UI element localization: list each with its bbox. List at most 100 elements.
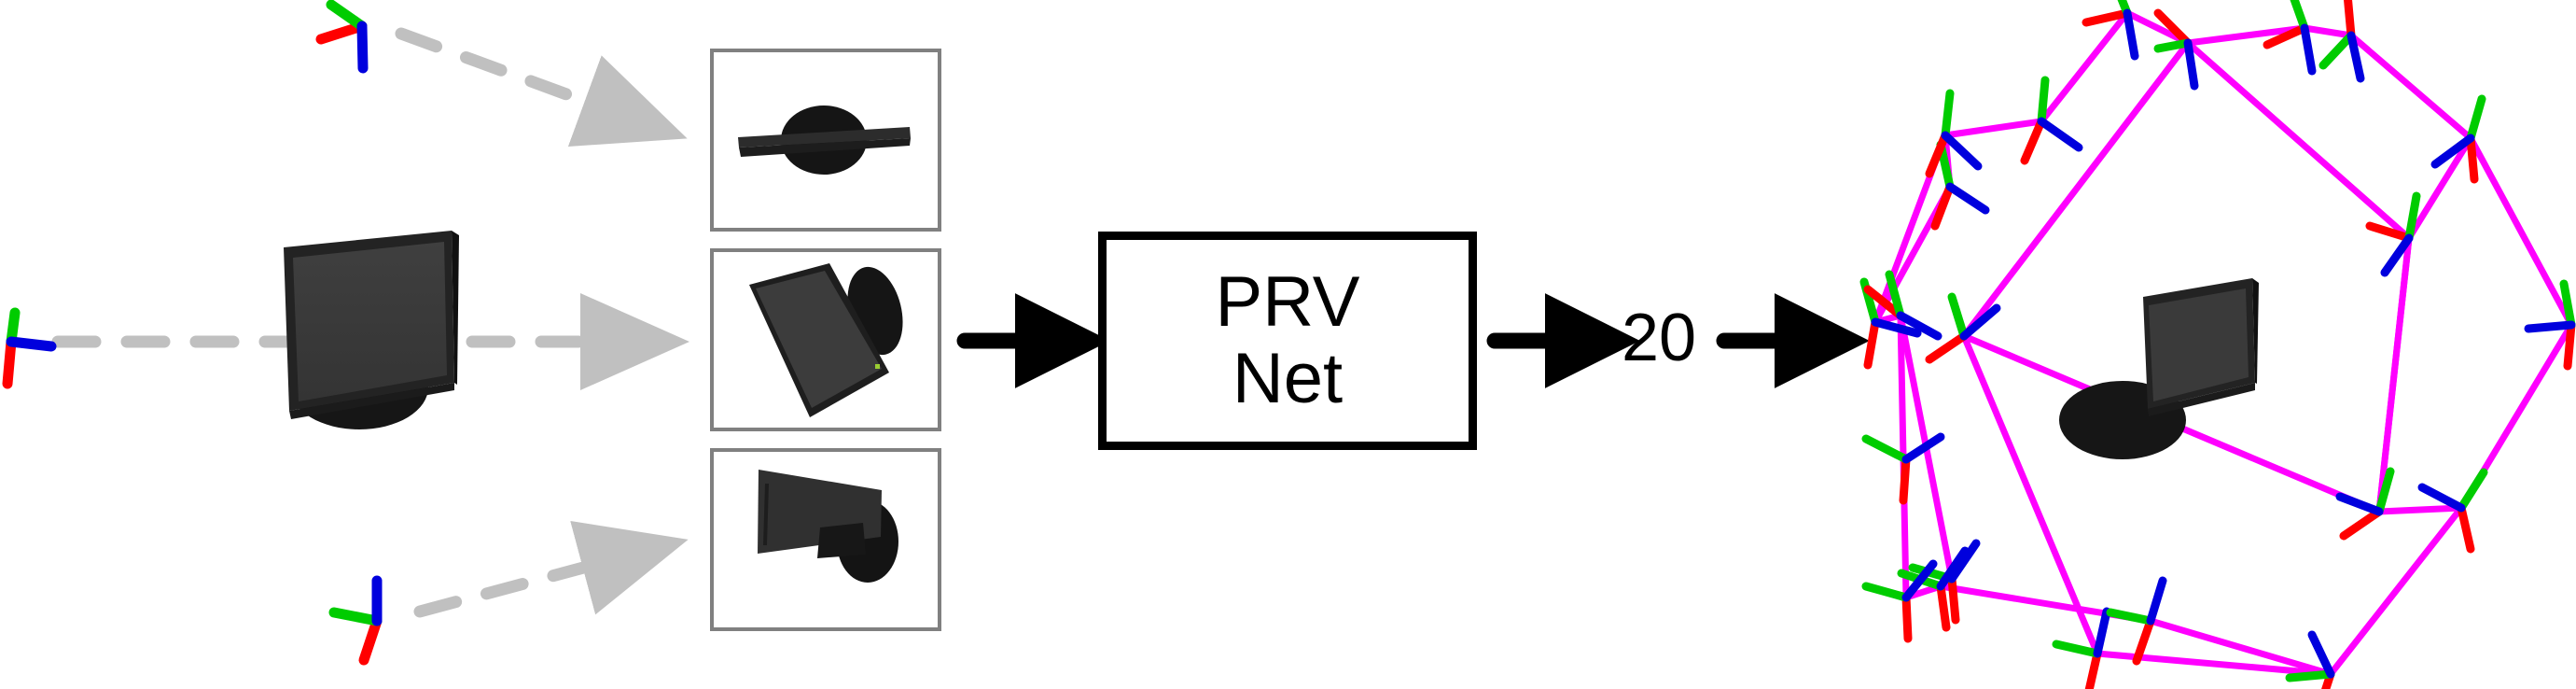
axis-z-blue-icon (1901, 432, 1945, 464)
axis-y-green-icon (2106, 608, 2155, 626)
axis-z-blue-icon (1959, 303, 2001, 341)
axis-x-red-icon (1925, 331, 1969, 364)
view-panel-2[interactable] (710, 248, 941, 431)
axis-y-green-icon (2153, 38, 2193, 53)
axis-y-green-icon (326, 0, 368, 32)
ray-top (395, 27, 688, 147)
monitor-screen (293, 242, 447, 401)
axis-y-green-icon (2318, 31, 2356, 70)
axis-x-red-icon (1863, 317, 1880, 370)
monitor-screen (756, 271, 882, 408)
pose-frame-7 (2153, 8, 2199, 91)
camera-frame-bottom (328, 575, 383, 666)
axis-z-blue-icon (2146, 576, 2167, 626)
source-monitor-object (284, 231, 459, 429)
view-panel-renders (738, 105, 911, 583)
axis-y-green-icon (2290, 0, 2309, 33)
axis-x-red-icon (2082, 8, 2132, 27)
axis-y-green-icon (2052, 640, 2102, 658)
axis-x-red-icon (2153, 8, 2193, 48)
pose-frame-3 (1930, 140, 1990, 231)
monitor-side (452, 231, 459, 385)
axis-x-red-icon (2, 336, 17, 389)
axis-x-red-icon (1901, 593, 1913, 643)
output-monitor-object (2059, 278, 2259, 459)
axis-x-red-icon (1899, 455, 1911, 505)
render-view-3 (758, 470, 898, 583)
axis-z-blue-icon (2183, 38, 2199, 91)
pose-frame-11 (2365, 191, 2421, 277)
axis-x-red-icon (2344, 0, 2356, 40)
view-panel-3[interactable] (710, 448, 941, 631)
axis-x-red-icon (315, 21, 368, 45)
axis-y-green-icon (2466, 94, 2486, 143)
axis-z-blue-icon (6, 336, 57, 352)
axis-y-green-icon (2559, 279, 2576, 330)
pose-frame-extra-b (1861, 432, 1945, 505)
prv-net-label-line2: Net (1232, 339, 1344, 418)
axis-y-green-icon (2457, 468, 2488, 513)
axis-y-green-icon (1861, 582, 1911, 602)
pose-frame-10 (2430, 94, 2486, 184)
pose-frame-12 (2524, 279, 2576, 371)
monitor-screen (2149, 288, 2249, 401)
render-view-1 (738, 105, 911, 175)
pose-frame-16 (2052, 607, 2111, 689)
axis-x-red-icon (2321, 669, 2335, 689)
pose-frame-8 (2263, 0, 2317, 76)
axis-y-green-icon (1885, 270, 1905, 320)
axis-x-red-icon (2457, 503, 2475, 554)
prv-net-box[interactable]: PRV Net (1098, 232, 1477, 450)
axis-z-blue-icon (1901, 559, 1938, 602)
pose-frame-15 (2285, 630, 2335, 689)
axis-x-red-icon (2563, 320, 2576, 371)
pose-frame-2 (1863, 270, 1942, 341)
monitor-panel (738, 127, 911, 148)
ring-link-b (2375, 234, 2413, 515)
axis-z-blue-icon (2346, 31, 2365, 83)
monitor-bottom-edge (2148, 383, 2255, 416)
axis-x-red-icon (2365, 221, 2414, 243)
axis-z-blue-icon (2300, 23, 2317, 76)
prv-net-label-line1: PRV (1215, 261, 1360, 342)
axis-z-blue-icon (1896, 311, 1942, 341)
ring-link-a (2405, 134, 2474, 242)
axis-y-green-icon (1861, 434, 1911, 464)
axis-x-red-icon (1930, 182, 1955, 231)
axis-z-blue-icon (2524, 320, 2576, 333)
view-panel-1[interactable] (710, 49, 941, 232)
pose-frame-6 (2082, 0, 2139, 61)
pose-frame-13 (2417, 468, 2488, 554)
axis-z-blue-icon (2037, 117, 2083, 152)
axis-z-blue-icon (1945, 182, 1990, 215)
axis-z-blue-icon (2430, 134, 2475, 169)
camera-frame-middle (2, 307, 57, 389)
axis-x-red-icon (1925, 131, 1950, 178)
axis-z-blue-icon (1941, 131, 1983, 171)
axis-y-green-icon (1941, 89, 1955, 140)
ray-bottom (413, 520, 689, 618)
axis-x-red-icon (1936, 582, 1951, 632)
axis-z-blue-icon (2335, 492, 2384, 516)
axis-x-red-icon (2084, 649, 2102, 689)
axis-x-red-icon (2263, 23, 2309, 49)
axis-z-blue-icon (1947, 539, 1981, 584)
pose-frame-14 (2335, 467, 2395, 541)
monitor-bottom-edge (289, 383, 454, 419)
axis-z-blue-icon (2093, 607, 2111, 658)
axis-x-red-icon (2339, 507, 2384, 541)
pose-frame-20 (1925, 292, 2001, 364)
axis-x-red-icon (2466, 134, 2479, 184)
monitor-vent-line (763, 483, 769, 546)
axis-y-green-icon (2037, 76, 2050, 126)
pose-frame-5 (2020, 76, 2083, 165)
ring-inner-path (1960, 39, 2413, 515)
axis-y-green-icon (328, 607, 383, 626)
axis-x-red-icon (2020, 117, 2046, 165)
axis-y-green-icon (2404, 191, 2421, 243)
axis-z-blue-icon (2307, 630, 2335, 679)
monitor-side (2252, 278, 2259, 384)
ring-link-d (1960, 332, 2101, 657)
